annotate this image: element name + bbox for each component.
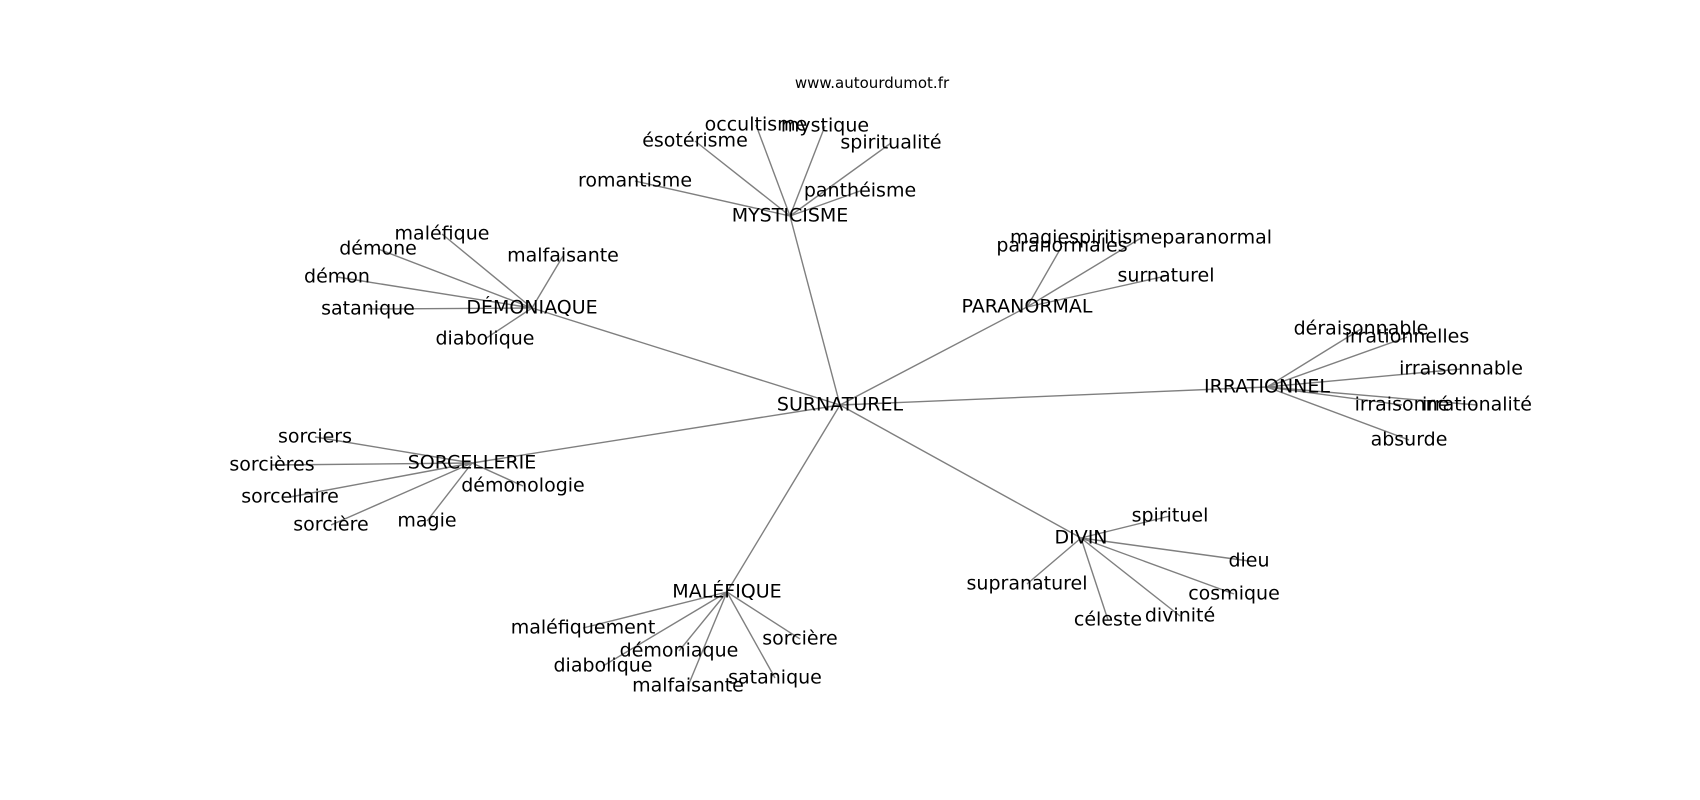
leaf-node-label: spirituel bbox=[1132, 505, 1209, 527]
leaf-node-label: sorcières bbox=[229, 454, 314, 476]
edge-hub-to-leaf bbox=[678, 591, 728, 652]
leaf-node-label: démonologie bbox=[461, 475, 584, 497]
leaf-node-label: romantisme bbox=[578, 170, 692, 192]
edge-hub-to-leaf bbox=[1080, 537, 1181, 617]
edge-hub-to-leaf bbox=[1026, 537, 1082, 585]
leaf-node-label: irraisonnable bbox=[1399, 358, 1523, 380]
leaf-node-label: panthéisme bbox=[804, 180, 916, 202]
edge-hub-to-leaf bbox=[582, 591, 728, 629]
leaf-node-label: occultisme bbox=[705, 114, 808, 136]
edge-hub-to-leaf bbox=[1026, 245, 1063, 308]
leaf-node-label: sorcière bbox=[293, 514, 368, 536]
leaf-node-label: sorcellaire bbox=[241, 486, 339, 508]
edge-root-to-hub bbox=[839, 306, 1028, 406]
source-url: www.autourdumot.fr bbox=[795, 74, 950, 92]
graph-edges bbox=[271, 124, 1478, 687]
hub-node-label: MYSTICISME bbox=[732, 205, 849, 227]
edge-hub-to-leaf bbox=[426, 462, 473, 522]
leaf-node-label: irraisonné bbox=[1355, 394, 1450, 416]
leaf-node-label: satanique bbox=[728, 667, 822, 689]
edge-hub-to-leaf bbox=[694, 140, 791, 217]
hub-node-label: MALÉFIQUE bbox=[672, 580, 781, 603]
hub-node-label: SORCELLERIE bbox=[408, 452, 537, 474]
edge-hub-to-leaf bbox=[531, 255, 564, 309]
edge-hub-to-leaf bbox=[1080, 537, 1250, 562]
leaf-node-label: ésotérisme bbox=[642, 130, 748, 152]
leaf-node-label: surnaturel bbox=[1118, 265, 1215, 287]
edge-hub-to-leaf bbox=[336, 276, 533, 309]
leaf-node-label: maléfiquement bbox=[511, 617, 656, 639]
edge-hub-to-leaf bbox=[687, 591, 728, 687]
edge-hub-to-leaf bbox=[314, 436, 473, 464]
edge-hub-to-leaf bbox=[1266, 328, 1362, 388]
hub-node-label: DIVIN bbox=[1054, 527, 1107, 549]
leaf-node-label: malfaisante bbox=[632, 675, 744, 697]
edge-hub-to-leaf bbox=[1266, 386, 1410, 441]
hub-node-label: IRRATIONNEL bbox=[1204, 376, 1330, 398]
edge-hub-to-leaf bbox=[789, 190, 861, 217]
leaf-node-label: démoniaque bbox=[620, 640, 739, 662]
edge-hub-to-leaf bbox=[726, 591, 801, 640]
edge-hub-to-leaf bbox=[1266, 386, 1403, 406]
edge-hub-to-leaf bbox=[271, 462, 473, 466]
leaf-node-label: paranormales bbox=[996, 235, 1127, 257]
leaf-node-label: démone bbox=[339, 238, 417, 260]
leaf-node-label: maléfique bbox=[395, 223, 490, 245]
leaf-node-label: cosmique bbox=[1188, 583, 1280, 605]
edge-hub-to-leaf bbox=[377, 248, 533, 309]
edge-hub-to-leaf bbox=[289, 462, 473, 498]
leaf-node-label: déraisonnable bbox=[1294, 318, 1429, 340]
root-node-label: SURNATUREL bbox=[777, 394, 904, 416]
leaf-node-label: sorciers bbox=[278, 426, 352, 448]
edge-hub-to-leaf bbox=[367, 307, 533, 310]
hub-node-label: PARANORMAL bbox=[961, 296, 1092, 318]
leaf-node-label: magie bbox=[397, 510, 456, 532]
edge-hub-to-leaf bbox=[484, 307, 533, 340]
edge-hub-to-leaf bbox=[1026, 237, 1142, 308]
leaf-node-label: malfaisante bbox=[507, 245, 619, 267]
edge-hub-to-leaf bbox=[1266, 336, 1408, 388]
leaf-node-label: dieu bbox=[1228, 550, 1269, 572]
edge-root-to-hub bbox=[471, 404, 841, 464]
leaf-node-label: céleste bbox=[1074, 609, 1142, 631]
edge-root-to-hub bbox=[839, 404, 1082, 539]
edge-root-to-hub bbox=[789, 215, 841, 406]
edge-hub-to-leaf bbox=[1080, 537, 1109, 621]
leaf-node-label: magiespiritismeparanormal bbox=[1010, 227, 1272, 249]
edge-hub-to-leaf bbox=[1266, 368, 1462, 388]
edge-hub-to-leaf bbox=[726, 591, 776, 679]
edge-hub-to-leaf bbox=[1026, 275, 1167, 308]
leaf-node-label: mystique bbox=[781, 115, 869, 137]
edge-hub-to-leaf bbox=[634, 180, 791, 217]
edge-hub-to-leaf bbox=[471, 462, 524, 487]
edge-root-to-hub bbox=[839, 386, 1268, 406]
edge-root-to-hub bbox=[726, 404, 841, 593]
edge-hub-to-leaf bbox=[1080, 537, 1235, 595]
leaf-node-label: satanique bbox=[321, 298, 415, 320]
leaf-node-label: spiritualité bbox=[840, 132, 941, 154]
edge-hub-to-leaf bbox=[1080, 515, 1171, 539]
edge-hub-to-leaf bbox=[789, 142, 892, 217]
hub-node-label: DÉMONIAQUE bbox=[466, 296, 597, 319]
edge-hub-to-leaf bbox=[602, 591, 728, 667]
leaf-node-label: démon bbox=[304, 266, 370, 288]
leaf-node-label: diabolique bbox=[435, 328, 534, 350]
leaf-node-label: irrationnelles bbox=[1345, 326, 1469, 348]
edge-hub-to-leaf bbox=[789, 125, 826, 217]
leaf-node-label: diabolique bbox=[553, 655, 652, 677]
leaf-node-label: irrationalité bbox=[1422, 394, 1532, 416]
leaf-node-label: supranaturel bbox=[967, 573, 1088, 595]
edge-hub-to-leaf bbox=[441, 233, 533, 309]
edge-hub-to-leaf bbox=[755, 124, 791, 217]
edge-hub-to-leaf bbox=[330, 462, 473, 526]
leaf-node-label: divinité bbox=[1145, 605, 1215, 627]
leaf-node-label: absurde bbox=[1371, 429, 1448, 451]
leaf-node-label: sorcière bbox=[762, 628, 837, 650]
edge-hub-to-leaf bbox=[1266, 386, 1478, 406]
edge-root-to-hub bbox=[531, 307, 841, 406]
